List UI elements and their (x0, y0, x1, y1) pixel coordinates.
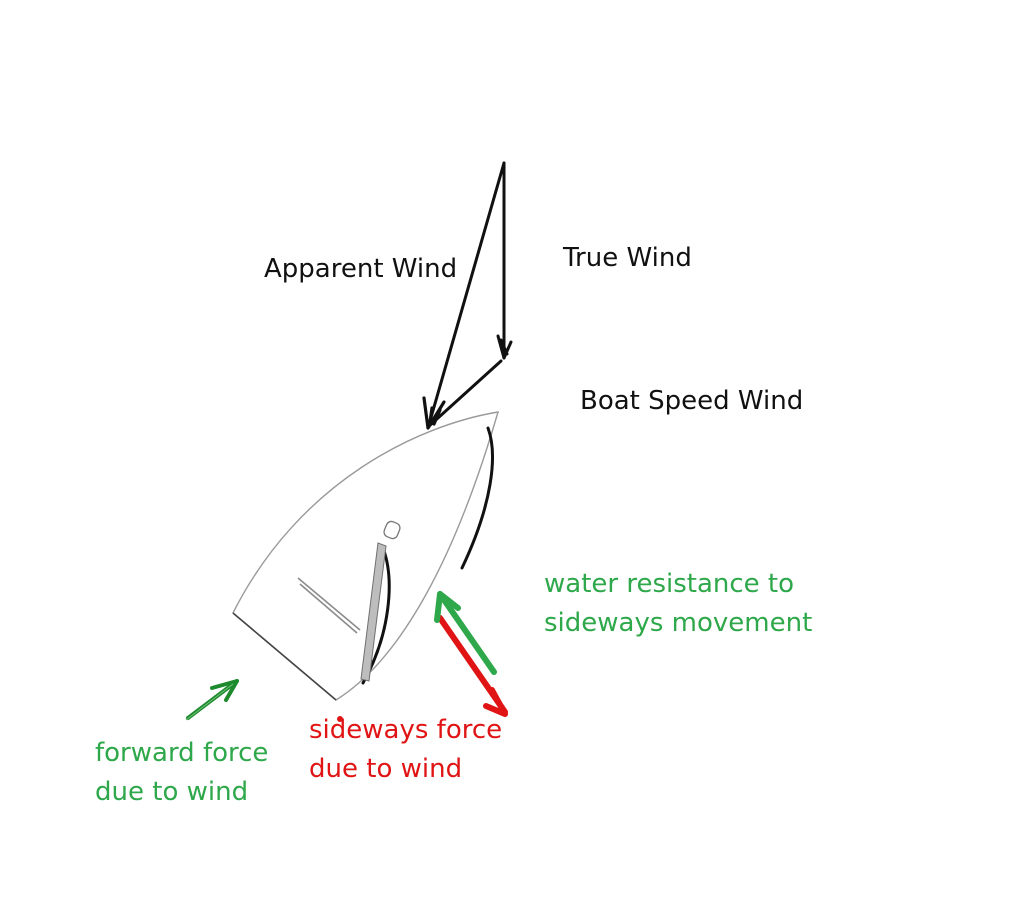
mast-head-fitting (383, 520, 401, 540)
sideways-force-label: sideways force due to wind (309, 711, 502, 789)
water-resistance-arrow (437, 591, 497, 675)
forward-force-arrowhead (210, 679, 239, 702)
mast (360, 542, 387, 682)
apparent-wind-vector (426, 161, 506, 430)
forward-force-label-line1: forward force (95, 738, 269, 768)
red-dot-mark (337, 716, 343, 722)
water-resistance-label: water resistance to sideways movement (544, 565, 812, 643)
forward-force-faint-line (185, 683, 234, 721)
water-resistance-label-line1: water resistance to (544, 569, 795, 599)
boat-speed-wind-label: Boat Speed Wind (580, 386, 804, 416)
jib-sail (460, 426, 494, 570)
sideways-force-label-line1: sideways force (309, 715, 503, 745)
apparent-wind-label: Apparent Wind (264, 254, 458, 284)
true-wind-arrowhead (496, 334, 513, 360)
true-wind-label: True Wind (563, 243, 692, 273)
forward-force-label-line2: due to wind (95, 777, 249, 807)
main-sail (361, 546, 391, 685)
boat-speed-wind-vector (426, 359, 503, 429)
forward-force-label: forward force due to wind (95, 734, 268, 812)
boat-stern-edge (232, 612, 337, 701)
sideways-force-arrowhead (483, 687, 508, 717)
centreboard (297, 577, 361, 634)
water-resistance-label-line2: sideways movement (544, 608, 813, 638)
sideways-force-label-line2: due to wind (309, 754, 463, 784)
water-resistance-arrowhead (434, 591, 461, 623)
